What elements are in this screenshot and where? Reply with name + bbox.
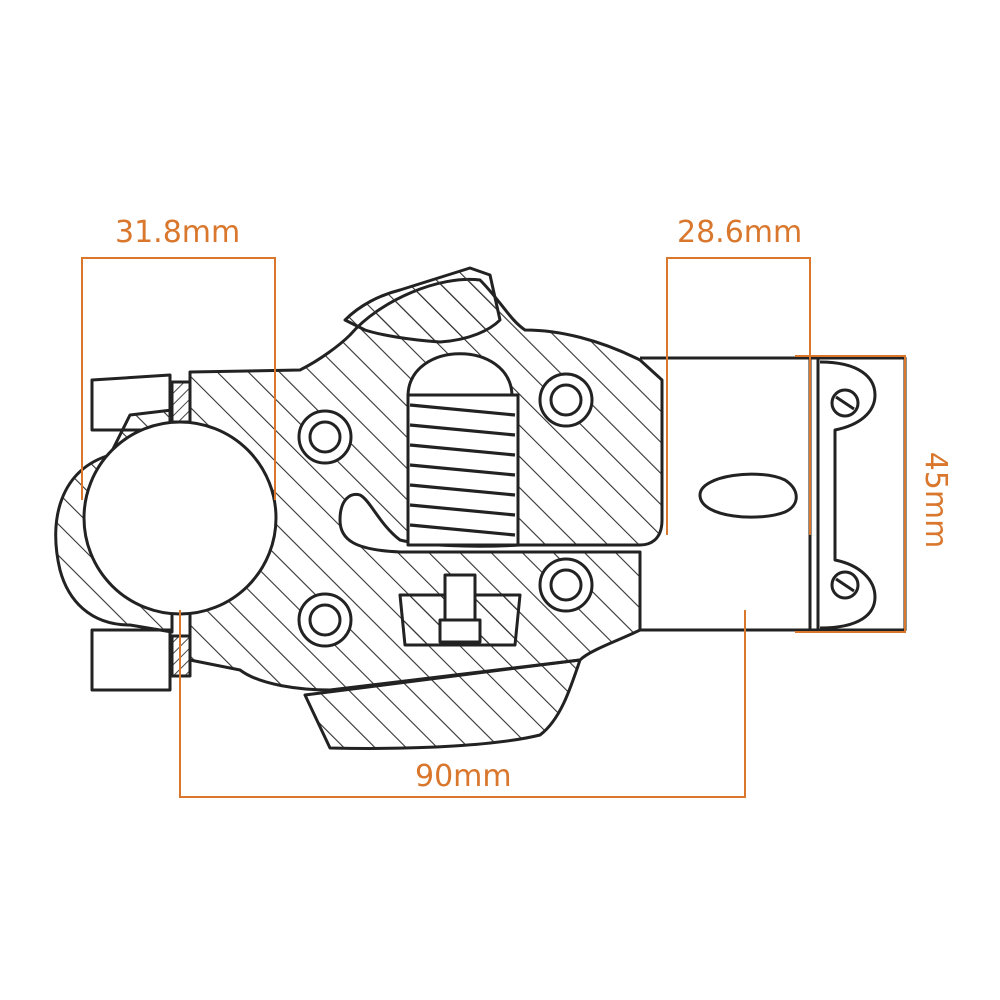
stem-body: [54, 266, 907, 750]
preload-knob: [343, 266, 502, 344]
dimension-lines: [81, 257, 906, 798]
faceplate-bolt-icon: [830, 388, 860, 600]
dim-steerer-line: [666, 257, 811, 535]
dim-length-line: [179, 610, 746, 798]
adjuster-block: [398, 573, 522, 647]
spring: [406, 352, 520, 547]
dim-height-line: [795, 355, 906, 633]
dim-handlebar-line: [81, 257, 276, 500]
steerer-clamp-dimension: 28.6mm: [677, 215, 803, 250]
steerer-clamp: [640, 356, 907, 632]
pivot-bolt-icon: [297, 372, 594, 648]
stack-height-dimension: 45mm: [918, 451, 953, 549]
handlebar-clamp-dimension: 31.8mm: [115, 215, 241, 250]
handlebar-bore: [82, 420, 278, 616]
stem-length-dimension: 90mm: [415, 759, 512, 794]
